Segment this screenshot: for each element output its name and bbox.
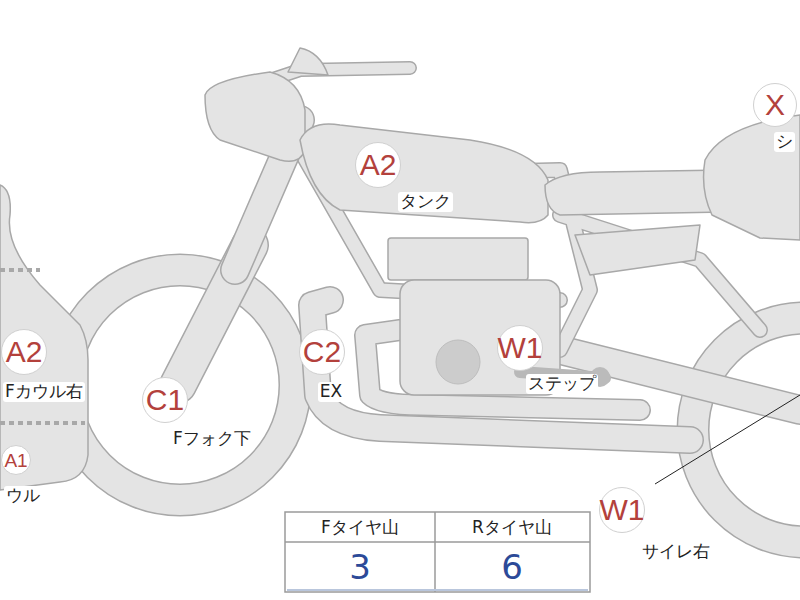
leader-line (655, 395, 800, 484)
callout-code: X (765, 90, 785, 120)
part-name: ウル (4, 486, 42, 506)
meter (288, 48, 328, 75)
fuel-tank (300, 124, 548, 223)
headlight (205, 72, 305, 161)
callout-circle: W1 (599, 487, 645, 533)
table-value: 3 (349, 549, 371, 586)
table-grid (285, 512, 590, 592)
part-name: EX (318, 382, 344, 402)
tire-table (285, 512, 590, 592)
callout-node: C1Fフォク下 (142, 377, 253, 449)
tail-cowl (704, 115, 800, 240)
front-cowl (0, 185, 88, 490)
cowl-dashed-line (0, 270, 85, 423)
callout-code: A2 (360, 150, 397, 180)
callout-code: W1 (600, 495, 645, 525)
callout-circle: C1 (142, 377, 188, 423)
callout-node: A1 ウル (1, 445, 42, 506)
callout-circle: A2 (1, 329, 47, 375)
callout-circle: C2 (299, 329, 345, 375)
callout-circle: A2 (355, 142, 401, 188)
front-wheel (65, 270, 295, 500)
part-name: シ (774, 132, 795, 152)
part-name: サイレ右 (640, 542, 712, 562)
callout-code: A1 (4, 451, 27, 470)
callout-code: A2 (6, 337, 43, 367)
callout-node: W1 ステップ (497, 325, 598, 394)
callout-code: C2 (303, 337, 341, 367)
side-cover (575, 225, 700, 275)
part-name: ステップ (526, 374, 598, 394)
callout-node: C2EX (299, 329, 345, 402)
table-header: Fタイヤ山 (321, 518, 399, 537)
cylinder-head (388, 238, 528, 280)
callout-node: A2Fカウル右 (1, 329, 85, 402)
part-name: Fカウル右 (3, 382, 85, 402)
callout-code: C1 (146, 385, 184, 415)
table-underline (287, 589, 588, 591)
table-value: 6 (501, 549, 523, 586)
table-header: Rタイヤ山 (472, 518, 552, 537)
part-name: Fフォク下 (171, 429, 253, 449)
front-wheel-tire (65, 270, 295, 500)
callout-circle: X (753, 83, 797, 127)
rear-wheel (693, 318, 800, 542)
callout-node: W1 サイレ右 (599, 487, 712, 562)
part-name: タンク (398, 192, 453, 212)
callout-node: Xシ (753, 83, 797, 152)
callout-circle: A1 (1, 445, 31, 475)
callout-code: W1 (498, 333, 543, 363)
callout-node: A2タンク (355, 142, 453, 212)
callout-circle: W1 (497, 325, 543, 371)
engine-cover (436, 340, 480, 384)
seat (545, 170, 725, 215)
rear-wheel-tire (693, 318, 800, 542)
